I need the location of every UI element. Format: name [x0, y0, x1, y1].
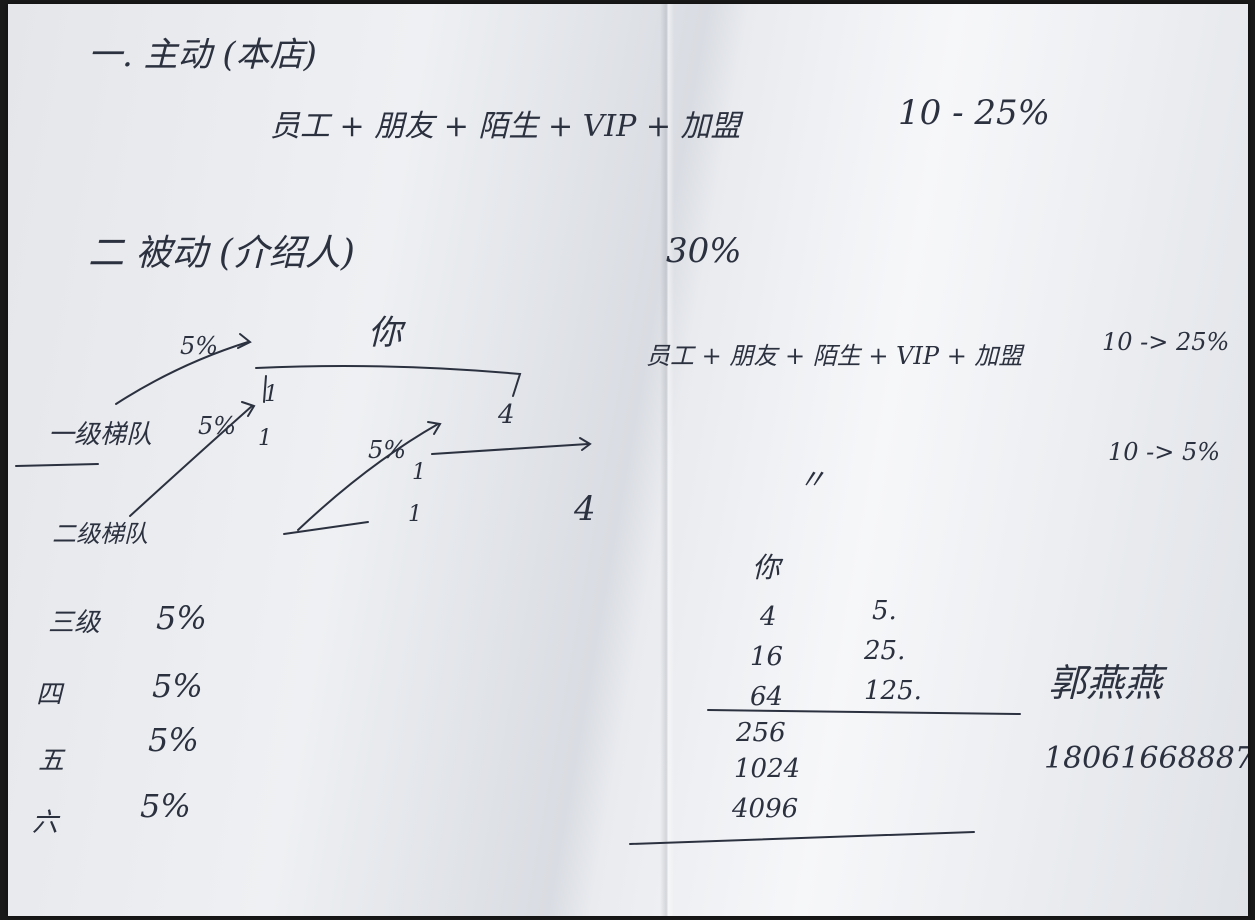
- level-6-label: 六: [32, 808, 59, 838]
- table-header: 你: [752, 551, 781, 584]
- tree-node-1: 1: [258, 426, 272, 451]
- level-6-pct: 5%: [140, 787, 191, 825]
- tree-arrow-pct-2: 5%: [198, 412, 237, 440]
- tree-level2-label: 二级梯队: [52, 520, 148, 548]
- level-4-pct: 5%: [152, 667, 203, 705]
- col2-row3: 125.: [864, 676, 922, 706]
- tree-top-label: 你: [368, 313, 402, 353]
- tree-arrow-pct-3: 5%: [368, 436, 407, 464]
- tree-node-6: 4: [574, 489, 596, 529]
- level-3-pct: 5%: [156, 599, 207, 637]
- level-4-label: 四: [36, 680, 63, 710]
- col1-row4: 256: [736, 718, 786, 748]
- tree-node-5: 4: [498, 400, 515, 430]
- pen-strokes: [15, 333, 1021, 845]
- col1-row1: 4: [760, 602, 777, 632]
- col1-row2: 16: [750, 642, 784, 672]
- col2-row1: 5.: [872, 596, 897, 626]
- section1-heading: 一. 主动 (本店): [88, 35, 317, 75]
- col1-row5: 1024: [734, 754, 801, 784]
- col1-row6: 4096: [732, 794, 799, 824]
- level-5-label: 五: [38, 746, 65, 776]
- level-5-pct: 5%: [148, 721, 199, 759]
- paper-sheet: 一. 主动 (本店) 员工 + 朋友 + 陌生 + VIP + 加盟 10 - …: [8, 4, 1248, 916]
- col2-row2: 25.: [864, 636, 906, 666]
- signature-name: 郭燕燕: [1048, 661, 1163, 705]
- right-rate-1: 10 -> 25%: [1102, 328, 1230, 356]
- col1-row3: 64: [750, 682, 784, 712]
- right-rate-2: 10 -> 5%: [1108, 438, 1221, 466]
- right-ditto: 〃: [798, 463, 827, 496]
- signature-phone: 18061668887: [1044, 741, 1248, 776]
- right-formula: 员工 + 朋友 + 陌生 + VIP + 加盟: [646, 342, 1023, 370]
- section2-rate: 30%: [666, 231, 742, 271]
- level-3-label: 三级: [48, 608, 101, 638]
- section2-heading: 二 被动 (介绍人): [88, 233, 355, 274]
- page-fold: [660, 4, 674, 916]
- section1-rate: 10 - 25%: [898, 93, 1050, 133]
- tree-node-4: 1: [264, 382, 278, 407]
- tree-node-2: 1: [412, 460, 426, 485]
- tree-arrow-pct-1: 5%: [180, 332, 219, 360]
- section1-formula: 员工 + 朋友 + 陌生 + VIP + 加盟: [270, 109, 741, 144]
- tree-level1-label: 一级梯队: [48, 420, 153, 450]
- tree-node-3: 1: [408, 502, 422, 527]
